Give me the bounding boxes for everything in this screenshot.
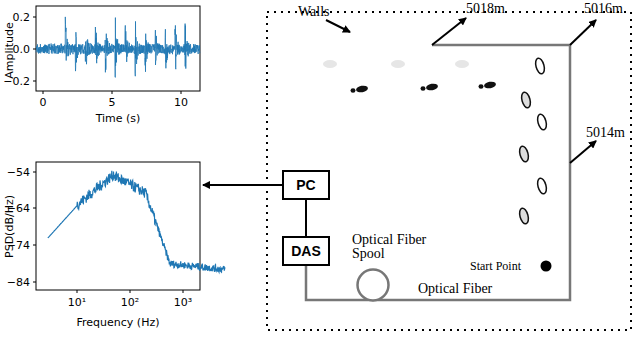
footprint <box>536 113 548 131</box>
faint-footprint <box>391 60 405 68</box>
label: 5016m <box>584 1 623 17</box>
label: Walls <box>298 4 330 20</box>
label: 10³ <box>174 296 192 309</box>
node-label: Optical Fiber Spool <box>352 233 448 261</box>
time-signal <box>36 17 200 78</box>
plot-frame <box>36 6 200 91</box>
label: Time (s) <box>96 112 141 125</box>
process-box: PC <box>282 170 330 200</box>
label: −64 <box>7 202 30 215</box>
label: −74 <box>7 239 30 252</box>
footprint <box>536 177 548 195</box>
process-box: DAS <box>282 236 330 266</box>
label: −54 <box>7 166 30 179</box>
label: 0.2 <box>13 11 31 24</box>
label: 10¹ <box>68 296 86 309</box>
footprint <box>518 145 530 163</box>
connector <box>305 200 307 236</box>
spool-ring <box>358 270 389 301</box>
label: 5018m <box>466 1 505 17</box>
psd-curve <box>48 171 226 272</box>
footprint <box>356 85 369 93</box>
footprint <box>426 83 439 91</box>
spool-circle <box>356 268 390 302</box>
start-dot <box>541 261 552 272</box>
faint-footprint <box>323 60 337 68</box>
footprint <box>520 91 532 109</box>
footprint <box>534 57 546 75</box>
footprint <box>351 88 356 93</box>
faint-footprint <box>455 60 469 68</box>
label: 0.0 <box>13 43 31 56</box>
output-arrow <box>203 184 282 186</box>
footprints <box>323 57 548 225</box>
label: Optical Fiber <box>418 281 492 297</box>
spool: Optical Fiber Spool <box>352 233 448 303</box>
ticks <box>33 17 183 293</box>
walls <box>267 12 631 330</box>
footprint <box>484 81 497 89</box>
footprint <box>421 86 426 91</box>
label: 10² <box>121 296 139 309</box>
label: 5 <box>109 96 116 109</box>
label: Frequency (Hz) <box>77 316 160 329</box>
label: 5014m <box>586 125 625 141</box>
label: 0 <box>40 96 47 109</box>
waveform <box>36 17 200 78</box>
label: 10 <box>174 96 188 109</box>
pointer-arrows <box>326 18 596 163</box>
footprint <box>518 207 530 225</box>
psd-line <box>48 171 226 272</box>
box-label: DAS <box>291 243 321 259</box>
label: Start Point <box>470 259 521 274</box>
optical-fiber <box>306 45 570 300</box>
box-label: PC <box>296 177 315 193</box>
label: −0.2 <box>3 75 30 88</box>
label: −84 <box>7 276 30 289</box>
footprint <box>479 84 484 89</box>
